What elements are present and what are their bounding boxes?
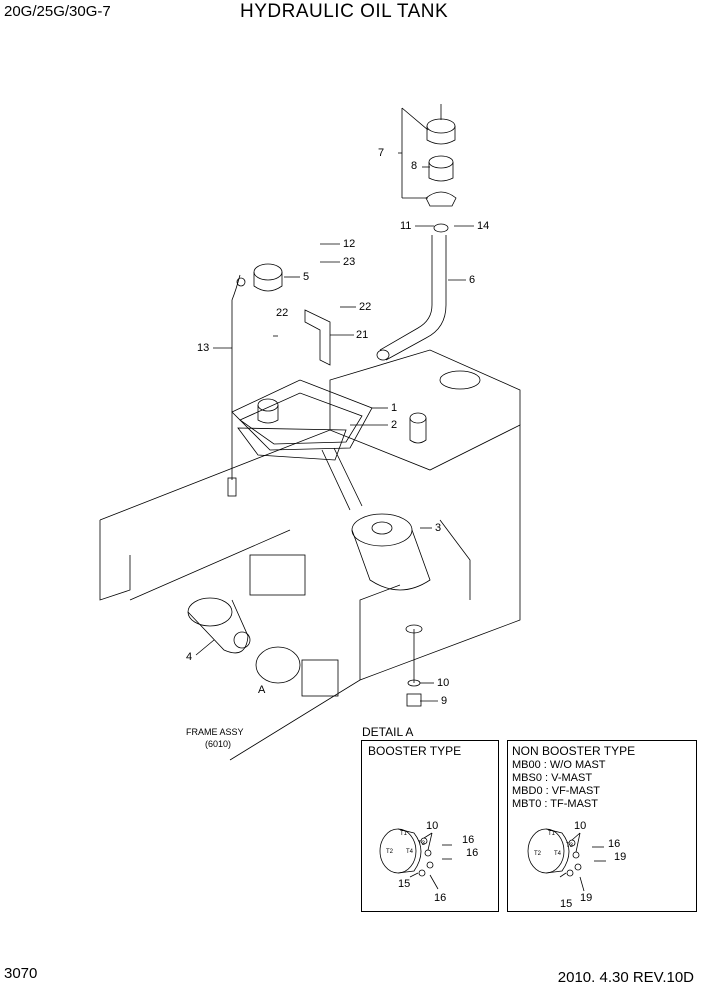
booster-callout-15: 15 (398, 878, 411, 890)
callout-22-right: 22 (359, 301, 372, 313)
frame-assy-label: FRAME ASSY (186, 727, 244, 737)
callout-10: 10 (437, 677, 450, 689)
right-fittings (409, 370, 481, 444)
callout-14: 14 (477, 220, 490, 232)
booster-callout-10: 10 (426, 820, 439, 832)
booster-type-title: BOOSTER TYPE (368, 744, 462, 758)
detail-title: DETAIL A (362, 725, 414, 739)
callout-6: 6 (469, 274, 476, 286)
callout-2: 2 (391, 419, 398, 431)
non-booster-callout-10: 10 (574, 820, 587, 832)
filter-element-4 (187, 597, 251, 654)
booster-type-box: BOOSTER TYPE 10 16 16 15 16 T1 T2 T3 T4 (361, 740, 499, 912)
booster-t3: T3 (418, 841, 426, 847)
non-booster-t4: T4 (554, 851, 562, 857)
booster-callout-16-c: 16 (434, 892, 447, 904)
callout-9: 9 (441, 695, 448, 707)
non-booster-line-2: MBS0 : V-MAST (512, 772, 593, 784)
non-booster-line-3: MBD0 : VF-MAST (512, 785, 601, 797)
callout-22-left: 22 (276, 307, 289, 319)
tank-plate (231, 379, 373, 461)
callout-8: 8 (411, 160, 418, 172)
breather-assembly (425, 104, 457, 233)
callout-21: 21 (356, 329, 369, 341)
model-code: 20G/25G/30G-7 (4, 3, 111, 20)
booster-callout-16-b: 16 (466, 847, 479, 859)
booster-t2: T2 (386, 849, 394, 855)
non-booster-detail-drawing (527, 828, 606, 892)
callout-1: 1 (391, 402, 398, 414)
booster-t1: T1 (400, 831, 408, 837)
suction-pipe (321, 447, 363, 511)
booster-detail-drawing (379, 828, 452, 890)
revision-date: 2010. 4.30 REV.10D (557, 969, 694, 986)
non-booster-callout-19-a: 19 (614, 851, 627, 863)
dipstick (227, 274, 246, 497)
frame-assy-code: (6010) (205, 739, 232, 749)
page-number: 3070 (4, 965, 38, 982)
non-booster-t3: T3 (566, 843, 574, 849)
adapter-block (249, 554, 339, 697)
non-booster-t1: T1 (548, 831, 556, 837)
callout-4: 4 (186, 651, 193, 663)
filler-cap (253, 263, 283, 424)
callout-23: 23 (343, 256, 356, 268)
page-title: HYDRAULIC OIL TANK (240, 1, 449, 22)
non-booster-line-1: MB00 : W/O MAST (512, 759, 606, 771)
non-booster-callout-19-b: 19 (580, 892, 593, 904)
non-booster-type-title: NON BOOSTER TYPE (512, 744, 636, 758)
non-booster-callout-16: 16 (608, 838, 621, 850)
callout-A: A (258, 684, 266, 696)
callout-3: 3 (435, 522, 442, 534)
booster-callout-16-a: 16 (462, 834, 475, 846)
return-pipe (376, 235, 447, 361)
callout-5: 5 (303, 271, 310, 283)
frame-outline (99, 349, 521, 761)
bracket (304, 309, 331, 366)
callout-13: 13 (197, 342, 210, 354)
booster-t4: T4 (406, 849, 414, 855)
filter-element-3 (351, 513, 431, 591)
callout-12: 12 (343, 238, 356, 250)
non-booster-callout-15: 15 (560, 898, 573, 910)
callout-11: 11 (400, 220, 412, 232)
leader-lines (195, 107, 474, 702)
non-booster-type-box: NON BOOSTER TYPE MB00 : W/O MAST MBS0 : … (507, 740, 697, 912)
non-booster-t2: T2 (534, 851, 542, 857)
callout-7: 7 (378, 147, 385, 159)
non-booster-line-4: MBT0 : TF-MAST (512, 798, 598, 810)
